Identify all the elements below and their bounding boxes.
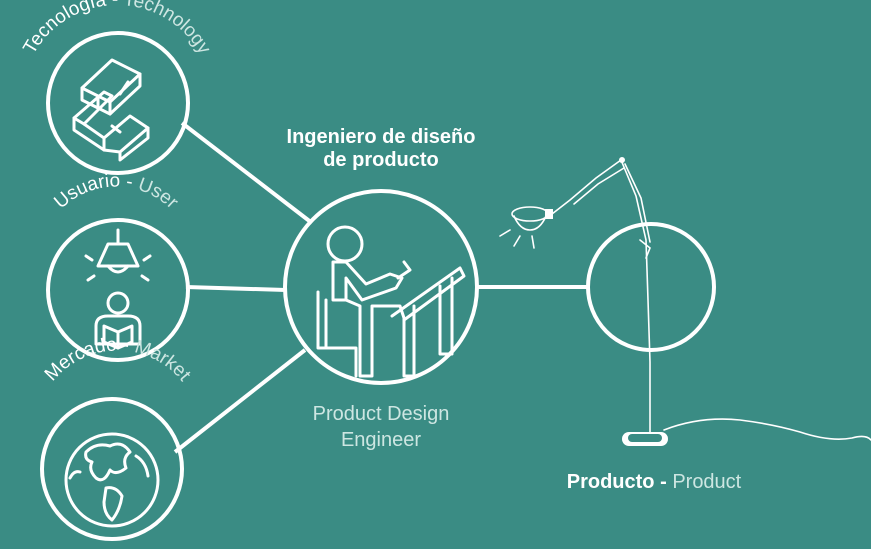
engineer-circle — [283, 189, 479, 385]
technology-label: Tecnología - Technology — [19, 0, 214, 58]
globe-icon — [64, 432, 160, 528]
connector-user — [185, 285, 287, 292]
product-label-en: Product — [672, 471, 741, 493]
product-circle — [586, 222, 716, 352]
connector-technology — [180, 121, 314, 225]
engineer-label-en-line2: Engineer — [341, 429, 421, 451]
user-label-es: Usuario — [50, 170, 120, 213]
product-label-es: Producto — [567, 471, 655, 493]
user-label-en: User — [135, 174, 182, 213]
person-drafting-icon — [316, 225, 466, 378]
engineer-label-en-line1: Product Design — [313, 403, 450, 425]
user-circle — [46, 218, 190, 362]
technology-label-es: Tecnología — [19, 0, 107, 58]
cubes-icon — [72, 58, 150, 162]
technology-label-en: Technology — [122, 0, 214, 58]
technology-circle — [46, 31, 190, 175]
market-circle — [40, 397, 184, 541]
floor-lamp-icon — [499, 157, 871, 446]
product-label: Producto - Product — [567, 471, 742, 493]
lamp-reader-icon — [84, 228, 152, 350]
connector-market — [173, 348, 307, 454]
engineer-label-es-line1: Ingeniero de diseño — [287, 126, 476, 148]
user-label: Usuario - User — [50, 170, 182, 213]
engineer-label-es-line2: de producto — [323, 149, 439, 171]
